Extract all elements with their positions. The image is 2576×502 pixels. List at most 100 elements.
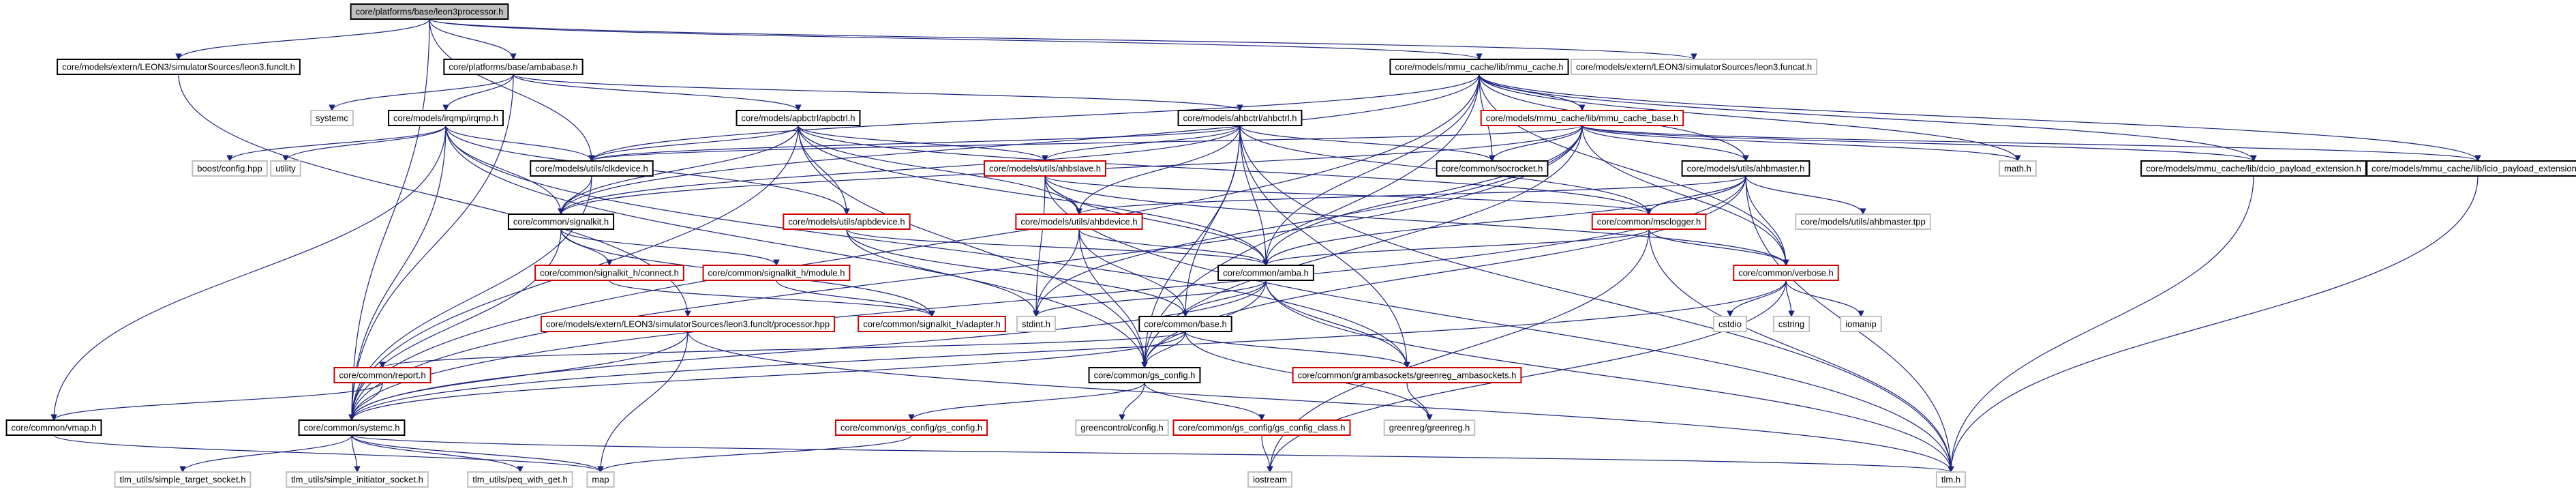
node-label: tlm_utils/simple_target_socket.h xyxy=(120,475,246,485)
edge-verbose-to-cstdio xyxy=(1727,280,1787,317)
edge-amba-to-greenreg-amba xyxy=(1265,280,1410,368)
node-label: tlm_utils/peq_with_get.h xyxy=(472,475,567,485)
edge-mmu-cache-to-systemc-h xyxy=(348,74,1480,421)
node-connect[interactable]: core/common/signalkit_h/connect.h xyxy=(534,265,684,281)
node-box xyxy=(388,110,504,126)
node-box xyxy=(534,265,684,281)
edge-ahbctrl-to-socrocket xyxy=(1239,125,1496,162)
node-box xyxy=(1088,367,1201,383)
node-box xyxy=(1713,316,1747,332)
edge-ambabase-to-ahbctrl xyxy=(513,74,1243,111)
edge-clkdevice-to-systemc-h xyxy=(348,175,592,421)
node-clkdevice[interactable]: core/models/utils/clkdevice.h xyxy=(530,160,654,177)
edge-msclogger-to-verbose xyxy=(1648,228,1789,266)
edge-dcio-to-tlm xyxy=(1948,175,2254,473)
edge-ahbctrl-to-greenreg-amba xyxy=(1239,125,1410,368)
node-ahbmaster[interactable]: core/models/utils/ahbmaster.h xyxy=(1681,160,1810,177)
node-root[interactable]: core/platforms/base/leon3processor.h xyxy=(350,3,509,20)
edge-mmu-cache-to-dcio xyxy=(1479,74,2257,162)
node-gs-config-inner[interactable]: core/common/gs_config/gs_config.h xyxy=(834,419,988,436)
node-icio[interactable]: core/models/mmu_cache/lib/icio_payload_e… xyxy=(2366,160,2576,177)
node-label: core/models/irqmp/irqmp.h xyxy=(393,113,498,123)
node-label: core/models/utils/ahbmaster.h xyxy=(1687,164,1805,174)
node-processor[interactable]: core/models/extern/LEON3/simulatorSource… xyxy=(540,316,836,332)
node-msclogger[interactable]: core/common/msclogger.h xyxy=(1591,213,1707,230)
node-ahbdevice[interactable]: core/models/utils/ahbdevice.h xyxy=(1015,213,1143,230)
node-box xyxy=(1681,160,1810,177)
node-box xyxy=(57,59,301,75)
nodes-layer: core/platforms/base/leon3processor.h core… xyxy=(5,3,2576,488)
edge-mmu-cache-base-to-ahbmaster xyxy=(1581,125,1749,162)
edge-ahbctrl-to-ahbdevice xyxy=(1076,125,1241,215)
node-vmap[interactable]: core/common/vmap.h xyxy=(5,419,102,436)
node-label: greenreg/greenreg.h xyxy=(1389,423,1470,433)
node-signalkit[interactable]: core/common/signalkit.h xyxy=(507,213,615,230)
node-gs-config[interactable]: core/common/gs_config.h xyxy=(1088,367,1201,383)
node-base[interactable]: core/common/base.h xyxy=(1138,316,1232,332)
node-module[interactable]: core/common/signalkit_h/module.h xyxy=(702,265,851,281)
node-box xyxy=(1570,59,1818,75)
node-box xyxy=(530,160,654,177)
edge-ahbmaster-to-ahbdevice xyxy=(1076,175,1746,215)
node-box xyxy=(1138,316,1232,332)
node-adapter[interactable]: core/common/signalkit_h/adapter.h xyxy=(858,316,1006,332)
edge-apbdevice-to-amba xyxy=(846,228,1269,266)
node-label: core/common/grambasockets/greenreg_ambas… xyxy=(1298,370,1517,381)
node-mmu-cache[interactable]: core/models/mmu_cache/lib/mmu_cache.h xyxy=(1389,59,1569,75)
node-ahbslave[interactable]: core/models/utils/ahbslave.h xyxy=(983,160,1107,177)
node-label: core/models/mmu_cache/lib/dcio_payload_e… xyxy=(2146,164,2361,174)
edge-irqmp-to-boost xyxy=(226,125,446,162)
edge-mmu-cache-to-gs-config xyxy=(1141,74,1480,368)
node-label: utility xyxy=(275,164,296,174)
node-box xyxy=(858,316,1006,332)
node-report[interactable]: core/common/report.h xyxy=(333,367,431,383)
node-box xyxy=(783,213,911,230)
edge-apbctrl-to-signalkit xyxy=(558,125,799,215)
edge-mmu-cache-base-to-clkdevice xyxy=(588,125,1583,162)
node-irqmp[interactable]: core/models/irqmp/irqmp.h xyxy=(388,110,504,126)
node-label: systemc xyxy=(316,113,348,123)
edge-systemc-h-to-map xyxy=(351,434,604,473)
edge-verbose-to-systemc-h xyxy=(348,280,1787,421)
edge-apbctrl-to-ahbdevice xyxy=(798,125,1082,215)
edge-base-to-report xyxy=(379,331,1186,368)
node-label: core/models/extern/LEON3/simulatorSource… xyxy=(1576,62,1812,72)
node-systemc-h[interactable]: core/common/systemc.h xyxy=(298,419,406,436)
node-label: iomanip xyxy=(1845,319,1877,329)
node-box xyxy=(1015,213,1143,230)
edge-mmu-cache-base-to-amba xyxy=(1262,125,1583,266)
edge-root-to-ambabase xyxy=(429,18,517,60)
node-label: cstdio xyxy=(1718,319,1742,329)
node-label: core/common/report.h xyxy=(339,370,425,381)
edge-apbctrl-to-amba xyxy=(798,125,1269,266)
edge-irqmp-to-utility xyxy=(282,125,446,162)
node-ambabase[interactable]: core/platforms/base/ambabase.h xyxy=(443,59,584,75)
node-verbose[interactable]: core/common/verbose.h xyxy=(1733,265,1839,281)
node-mmu-cache-base[interactable]: core/models/mmu_cache/lib/mmu_cache_base… xyxy=(1480,110,1684,126)
node-iomanip: iomanip xyxy=(1840,316,1882,332)
node-amba[interactable]: core/common/amba.h xyxy=(1217,265,1314,281)
edges-layer xyxy=(50,18,2481,473)
node-label: core/models/mmu_cache/lib/icio_payload_e… xyxy=(2372,164,2576,174)
node-dcio[interactable]: core/models/mmu_cache/lib/dcio_payload_e… xyxy=(2140,160,2367,177)
node-socrocket[interactable]: core/common/socrocket.h xyxy=(1436,160,1549,177)
node-ahbctrl[interactable]: core/models/ahbctrl/ahbctrl.h xyxy=(1177,110,1303,126)
node-gs-config-class[interactable]: core/common/gs_config/gs_config_class.h xyxy=(1172,419,1351,436)
node-label: core/models/apbctrl/apbctrl.h xyxy=(742,113,855,123)
node-label: core/common/signalkit_h/module.h xyxy=(708,268,845,278)
node-label: core/models/utils/ahbslave.h xyxy=(989,164,1101,174)
node-box xyxy=(1016,316,1056,332)
node-funclt[interactable]: core/models/extern/LEON3/simulatorSource… xyxy=(57,59,301,75)
edge-gs-config-to-greencontrol xyxy=(1119,382,1145,421)
edge-amba-to-tlm xyxy=(1265,280,1954,473)
node-label: core/common/signalkit_h/connect.h xyxy=(540,268,679,278)
node-label: core/models/utils/ahbdevice.h xyxy=(1020,217,1137,227)
node-boost: boost/config.hpp xyxy=(192,160,268,177)
node-systemc-lib: systemc xyxy=(310,110,354,126)
node-apbctrl[interactable]: core/models/apbctrl/apbctrl.h xyxy=(736,110,861,126)
node-apbdevice[interactable]: core/models/utils/apbdevice.h xyxy=(783,213,911,230)
edge-mmu-cache-base-to-icio xyxy=(1581,125,2481,162)
node-greenreg-amba[interactable]: core/common/grambasockets/greenreg_ambas… xyxy=(1292,367,1522,383)
node-label: core/models/extern/LEON3/simulatorSource… xyxy=(546,319,830,329)
node-greenreg: greenreg/greenreg.h xyxy=(1383,419,1476,436)
